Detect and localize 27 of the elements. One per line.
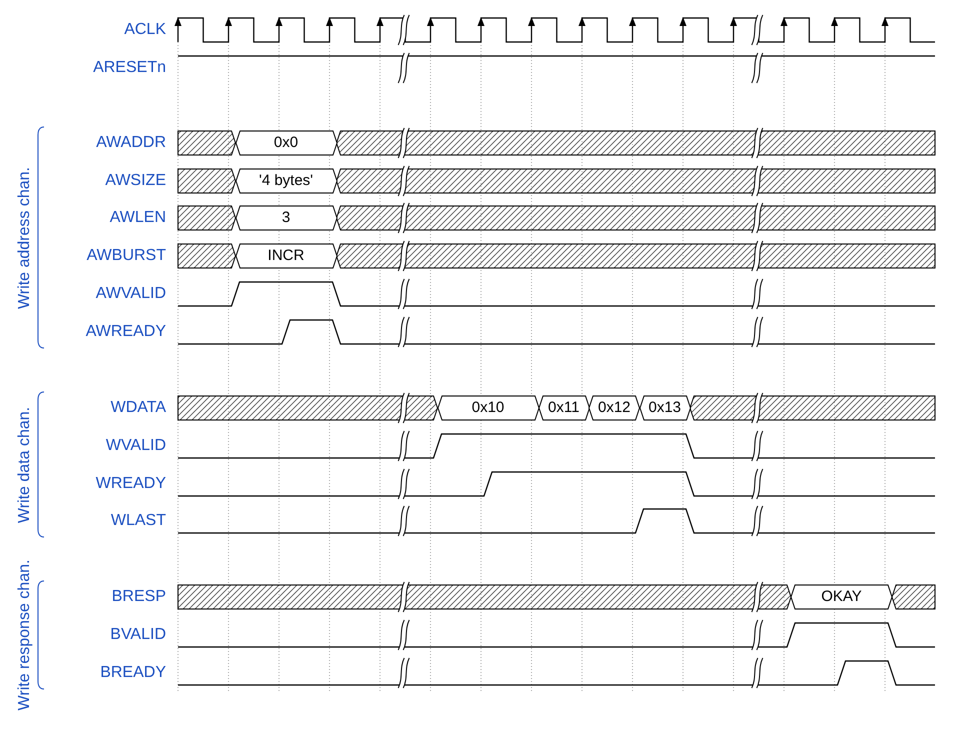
bus-value: 0x0 bbox=[236, 131, 336, 155]
signal-name: ACLK bbox=[124, 20, 166, 40]
signal-name: AWREADY bbox=[86, 322, 166, 342]
signal-name: ARESETn bbox=[93, 58, 166, 78]
signal-name: WVALID bbox=[106, 436, 166, 456]
bus-value: 0x13 bbox=[640, 396, 690, 420]
bus-value: 0x10 bbox=[438, 396, 538, 420]
signal-name: BREADY bbox=[100, 663, 166, 683]
signal-name: AWADDR bbox=[96, 133, 166, 153]
bus-value: 0x11 bbox=[538, 396, 589, 420]
channel-label: Write data chan. bbox=[15, 406, 34, 523]
bus-value: INCR bbox=[236, 244, 336, 268]
channel-label: Write address chan. bbox=[15, 166, 34, 308]
signal-name: WREADY bbox=[96, 474, 166, 494]
signal-name: BRESP bbox=[112, 587, 166, 607]
bus-value: 0x12 bbox=[589, 396, 640, 420]
bus-value: OKAY bbox=[791, 585, 892, 609]
signal-name: WDATA bbox=[110, 398, 166, 418]
signal-name: AWVALID bbox=[96, 284, 166, 304]
signal-name: WLAST bbox=[110, 511, 166, 531]
bus-value: '4 bytes' bbox=[236, 169, 336, 193]
signal-name: AWSIZE bbox=[105, 171, 166, 191]
signal-name: AWLEN bbox=[110, 208, 166, 228]
bus-value: 3 bbox=[236, 206, 336, 230]
signal-name: BVALID bbox=[110, 625, 166, 645]
channel-label: Write response chan. bbox=[15, 560, 34, 710]
signal-name: AWBURST bbox=[86, 246, 166, 266]
